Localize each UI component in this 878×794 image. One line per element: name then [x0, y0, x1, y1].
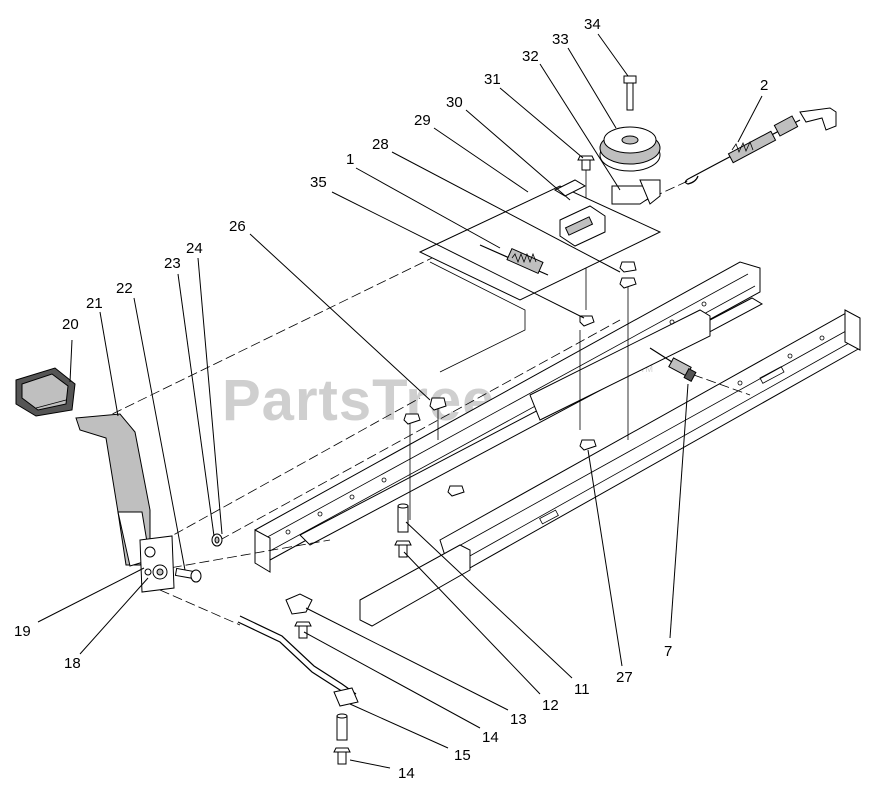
label-30: 30	[446, 94, 463, 111]
label-14-upper: 14	[482, 729, 499, 746]
label-28: 28	[372, 136, 389, 153]
label-2: 2	[760, 77, 768, 94]
label-22: 22	[116, 280, 133, 297]
label-20: 20	[62, 316, 79, 333]
bolt-14-upper	[298, 625, 308, 639]
label-24: 24	[186, 240, 203, 257]
pedal-arm-21	[75, 413, 151, 567]
label-19: 19	[14, 623, 31, 640]
label-18: 18	[64, 655, 81, 672]
nut-27	[579, 439, 597, 451]
upper-assembly	[418, 75, 837, 382]
frame-hardware	[285, 397, 597, 639]
bolt-14-lower	[337, 751, 347, 765]
label-23: 23	[164, 255, 181, 272]
leader-lines	[37, 33, 763, 769]
part-labels: 34 33 32 31 30 29 28 1 35 2 26 24 23 22 …	[14, 16, 768, 782]
bolt-34	[623, 75, 637, 111]
label-33: 33	[552, 31, 569, 48]
label-13: 13	[510, 711, 527, 728]
label-15: 15	[454, 747, 471, 764]
watermark-tm: TM	[640, 364, 653, 374]
clip-13	[285, 593, 313, 615]
frame-rails	[254, 261, 861, 627]
label-32: 32	[522, 48, 539, 65]
label-7: 7	[664, 643, 672, 660]
label-35: 35	[310, 174, 327, 191]
bolt-22	[174, 567, 202, 583]
label-12: 12	[542, 697, 559, 714]
watermark: PartsTree	[222, 368, 495, 433]
nut-28	[619, 261, 637, 273]
label-26: 26	[229, 218, 246, 235]
label-1: 1	[346, 151, 354, 168]
outer-rail-end	[844, 309, 861, 351]
pedal-assembly	[15, 367, 359, 765]
pedal-pad-20	[15, 367, 76, 417]
bolt-31	[577, 155, 595, 171]
lower-bracket	[359, 544, 471, 627]
label-29: 29	[414, 112, 431, 129]
pedal-bracket	[139, 535, 175, 593]
bracket-30	[553, 179, 587, 197]
fitting-7	[649, 347, 697, 382]
bolt-12	[398, 544, 408, 558]
label-11: 11	[574, 681, 590, 698]
spacer-15	[336, 715, 348, 741]
nut-35	[579, 315, 595, 327]
cable-bracket	[799, 107, 837, 131]
rod-15	[237, 615, 359, 707]
label-21: 21	[86, 295, 103, 312]
alignment-lines	[99, 165, 751, 626]
label-14-lower: 14	[398, 765, 415, 782]
nut-26	[429, 397, 447, 411]
inner-rail-end	[254, 529, 271, 573]
label-34: 34	[584, 16, 601, 33]
spacer-11	[397, 505, 409, 533]
label-31: 31	[484, 71, 501, 88]
idler-pulley-33	[599, 126, 661, 172]
cable-2	[684, 107, 837, 185]
spring-1	[479, 244, 549, 276]
label-27: 27	[616, 669, 633, 686]
